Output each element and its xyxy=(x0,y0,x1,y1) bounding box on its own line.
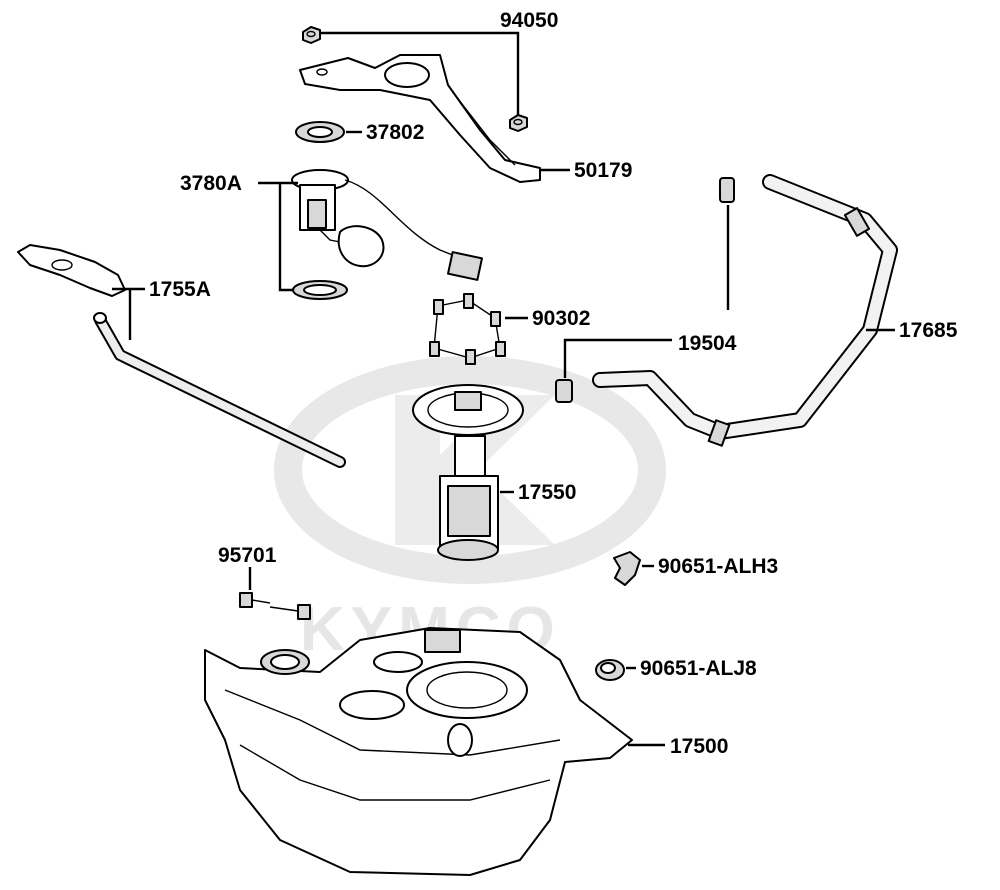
callout-95701: 95701 xyxy=(218,544,277,567)
callout-17500: 17500 xyxy=(670,735,728,758)
callout-3780A: 3780A xyxy=(180,172,242,195)
leader-3780A xyxy=(258,181,298,292)
part-17500-fuel-tank xyxy=(204,627,633,876)
part-94050-nut-top xyxy=(302,26,321,44)
callout-1755A: 1755A xyxy=(149,278,211,301)
part-95701-bolts xyxy=(239,592,311,620)
leader-19504 xyxy=(563,338,672,378)
callout-90302: 90302 xyxy=(532,307,590,330)
part-37802-lock-ring xyxy=(295,121,345,143)
callout-37802: 37802 xyxy=(366,121,424,144)
callout-50179: 50179 xyxy=(574,159,632,182)
part-1755A-drain-tube xyxy=(17,244,346,468)
part-50179-bracket xyxy=(299,54,541,183)
part-17685-fuel-hose xyxy=(592,174,898,447)
part-17550-fuel-pump xyxy=(412,384,524,561)
callout-94050: 94050 xyxy=(500,9,558,32)
callout-17550: 17550 xyxy=(518,481,576,504)
callout-90651-ALH3: 90651-ALH3 xyxy=(658,555,778,578)
part-90651-ALJ8-clamp xyxy=(595,659,625,681)
part-90651-ALH3-clamp xyxy=(613,551,641,586)
part-19504-clip xyxy=(555,177,735,403)
callout-17685: 17685 xyxy=(899,319,958,342)
leader-94050 xyxy=(320,31,520,115)
callout-90651-ALJ8: 90651-ALJ8 xyxy=(640,657,757,680)
part-90302-bolts xyxy=(429,293,506,365)
leader-1755A xyxy=(112,287,145,340)
callout-19504: 19504 xyxy=(678,332,737,355)
part-3780A-fuel-sender xyxy=(291,169,483,300)
part-94050-nut-lower xyxy=(509,114,528,132)
